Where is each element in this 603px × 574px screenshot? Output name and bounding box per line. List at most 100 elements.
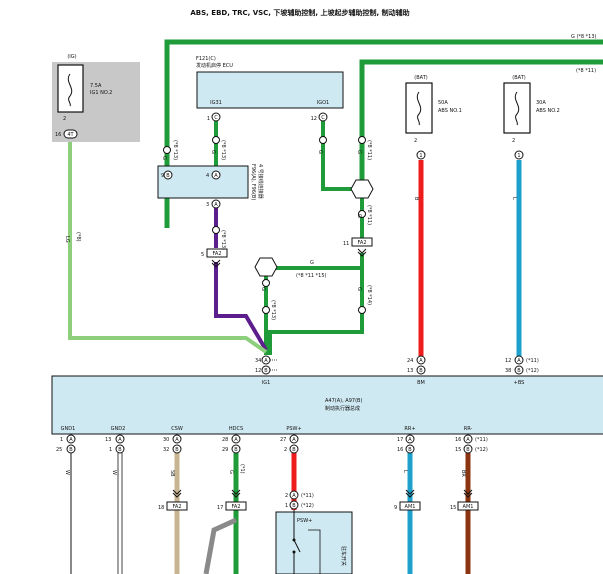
svg-text:B: B bbox=[175, 447, 179, 453]
svg-text:G: G bbox=[228, 470, 234, 474]
svg-text:2: 2 bbox=[512, 138, 515, 144]
svg-text:1: 1 bbox=[109, 447, 112, 453]
svg-text:A: A bbox=[264, 358, 268, 364]
svg-text:38: 38 bbox=[505, 368, 511, 374]
splice-point-2 bbox=[254, 257, 278, 277]
svg-text:50A: 50A bbox=[438, 100, 448, 106]
svg-text:12: 12 bbox=[255, 368, 261, 374]
svg-text:G: G bbox=[210, 150, 216, 154]
svg-text:ABS NO.2: ABS NO.2 bbox=[536, 108, 560, 114]
svg-text:(BAT): (BAT) bbox=[512, 75, 525, 81]
svg-text:HDCS: HDCS bbox=[229, 426, 243, 432]
svg-text:PSW+: PSW+ bbox=[286, 426, 301, 432]
svg-text:9: 9 bbox=[394, 505, 397, 511]
actuator-bottom-pin-gnd1: 1 A 25 B bbox=[56, 434, 76, 454]
fuse-abs-no1: (BAT) 50A ABS NO.1 2 1 bbox=[405, 75, 462, 160]
svg-text:4T: 4T bbox=[67, 132, 74, 138]
actuator-bottom-pin-psw: 27 A 2 B bbox=[280, 434, 299, 454]
svg-text:12: 12 bbox=[311, 116, 317, 122]
svg-text:17: 17 bbox=[217, 505, 223, 511]
actuator-top-pin-bs: 12 A (*11) 38 B (*12) bbox=[505, 355, 539, 375]
diagram-title: ABS, EBD, TRC, VSC, 下坡辅助控制, 上坡起步辅助控制, 制动… bbox=[190, 8, 409, 17]
svg-text:27: 27 bbox=[280, 437, 286, 443]
svg-text:A: A bbox=[292, 493, 296, 499]
svg-text:B: B bbox=[69, 447, 73, 453]
connector-fa2-11: 11 FA2 bbox=[343, 237, 373, 257]
svg-text:(*8 *13): (*8 *13) bbox=[220, 140, 226, 160]
svg-text:A: A bbox=[234, 437, 238, 443]
svg-text:SB: SB bbox=[169, 470, 175, 477]
svg-text:B: B bbox=[292, 447, 296, 453]
svg-text:5: 5 bbox=[201, 252, 204, 258]
parking-switch: 2 A (*11) 1 B (*12) PSW+ 驻车开关 bbox=[275, 490, 353, 574]
svg-text:制动执行器总成: 制动执行器总成 bbox=[325, 405, 360, 412]
svg-text:12: 12 bbox=[505, 358, 511, 364]
svg-text:(*12): (*12) bbox=[526, 368, 539, 374]
svg-text:4 号接线连接器: 4 号接线连接器 bbox=[257, 164, 264, 199]
splice-point-1 bbox=[350, 179, 374, 199]
svg-text:G (*8 *13): G (*8 *13) bbox=[571, 34, 597, 40]
wire-gray bbox=[203, 517, 238, 574]
svg-text:LG: LG bbox=[64, 236, 70, 243]
svg-text:A: A bbox=[408, 437, 412, 443]
junction-connector-4: 9 B 4 A 3 A F96(A), F96(B) 4 号接线连接器 bbox=[157, 164, 264, 209]
actuator-bottom-pin-hdcs: 28 A 29 B bbox=[222, 434, 241, 454]
svg-text:G: G bbox=[317, 150, 323, 154]
wire-top-green-2 bbox=[359, 59, 603, 180]
svg-text:1: 1 bbox=[517, 153, 520, 159]
svg-text:13: 13 bbox=[407, 368, 413, 374]
svg-text:(IG): (IG) bbox=[67, 54, 76, 60]
actuator-bottom-pin-csw: 30 A 32 B bbox=[163, 434, 182, 454]
svg-text:IGO1: IGO1 bbox=[317, 100, 329, 106]
svg-text:A: A bbox=[517, 358, 521, 364]
svg-text:A: A bbox=[214, 173, 218, 179]
svg-text:FA2: FA2 bbox=[172, 504, 181, 510]
svg-text:A: A bbox=[69, 437, 73, 443]
svg-text:18: 18 bbox=[158, 505, 164, 511]
brake-actuator-assembly: 34 A 12 B 24 A 13 B 12 A (*11) 38 B (*12… bbox=[51, 355, 603, 454]
switch-icon bbox=[293, 510, 301, 574]
svg-text:2: 2 bbox=[63, 116, 66, 122]
wire-gnd2 bbox=[117, 453, 123, 574]
svg-text:BR: BR bbox=[460, 470, 466, 477]
svg-text:B: B bbox=[413, 197, 419, 201]
svg-text:32: 32 bbox=[163, 447, 169, 453]
svg-text:IG1: IG1 bbox=[262, 380, 271, 386]
svg-text:发动机启停 ECU: 发动机启停 ECU bbox=[196, 62, 233, 69]
svg-text:驻车开关: 驻车开关 bbox=[340, 546, 347, 566]
svg-text:11: 11 bbox=[343, 241, 349, 247]
svg-text:G: G bbox=[356, 150, 362, 154]
svg-text:A: A bbox=[175, 437, 179, 443]
svg-text:17: 17 bbox=[397, 437, 403, 443]
svg-text:25: 25 bbox=[56, 447, 62, 453]
svg-text:7.5A: 7.5A bbox=[90, 83, 102, 89]
svg-text:PSW+: PSW+ bbox=[297, 518, 312, 524]
svg-text:B: B bbox=[466, 447, 470, 453]
svg-text:1: 1 bbox=[285, 503, 288, 509]
svg-text:AM1: AM1 bbox=[405, 504, 416, 510]
svg-text:C: C bbox=[214, 115, 218, 121]
svg-text:1: 1 bbox=[60, 437, 63, 443]
svg-text:BM: BM bbox=[417, 380, 425, 386]
wire-right-branch bbox=[268, 268, 364, 355]
svg-text:B: B bbox=[292, 503, 296, 509]
svg-text:(*12): (*12) bbox=[301, 503, 314, 509]
svg-text:16: 16 bbox=[55, 132, 61, 138]
svg-text:15: 15 bbox=[455, 447, 461, 453]
svg-text:24: 24 bbox=[407, 358, 413, 364]
svg-text:(*8 *11): (*8 *11) bbox=[576, 68, 596, 74]
svg-text:(*8): (*8) bbox=[75, 232, 81, 242]
svg-text:GND1: GND1 bbox=[61, 426, 76, 432]
svg-text:30A: 30A bbox=[536, 100, 546, 106]
svg-text:A: A bbox=[419, 358, 423, 364]
svg-text:13: 13 bbox=[105, 437, 111, 443]
svg-text:(*12): (*12) bbox=[475, 447, 488, 453]
fuse-ig1-no2: (IG) 7.5A IG1 NO.2 2 16 4T bbox=[52, 54, 140, 142]
svg-text:L: L bbox=[511, 197, 517, 200]
svg-text:FA2: FA2 bbox=[357, 240, 366, 246]
wire-fa2-horizontal bbox=[275, 253, 364, 270]
svg-text:L: L bbox=[402, 470, 408, 473]
actuator-top-pin-bm: 24 A 13 B bbox=[407, 355, 426, 375]
svg-text:A: A bbox=[214, 202, 218, 208]
